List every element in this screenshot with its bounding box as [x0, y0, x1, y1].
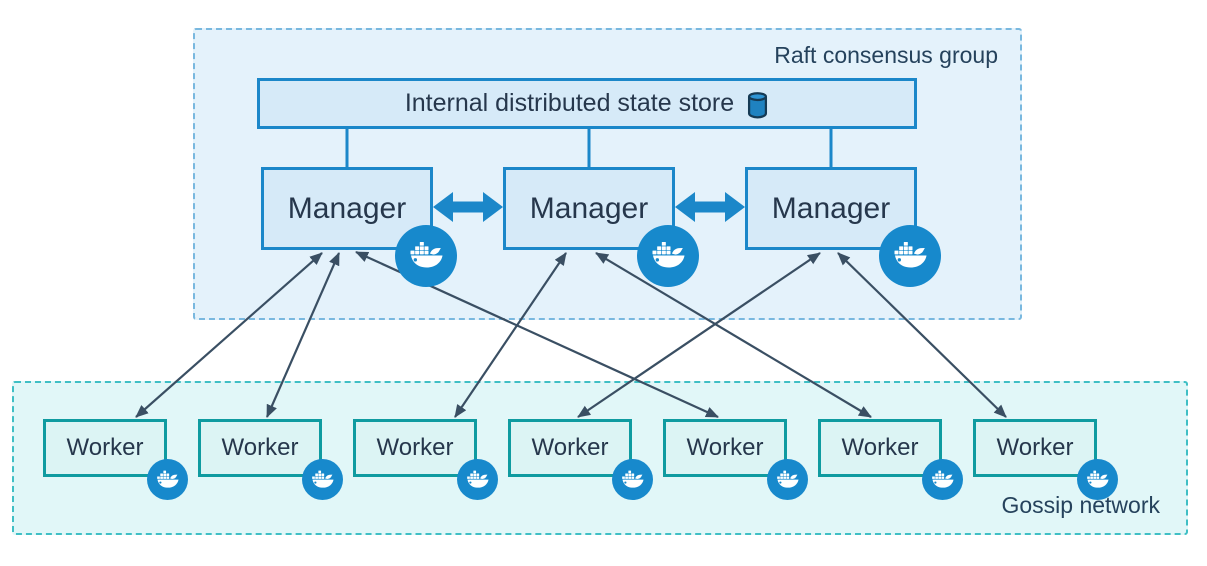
worker-2-node: Worker	[198, 419, 343, 500]
docker-icon	[767, 459, 808, 500]
database-icon	[748, 91, 768, 118]
gossip-network-label: Gossip network	[1001, 492, 1160, 518]
docker-icon	[395, 225, 457, 287]
docker-icon	[879, 225, 941, 287]
worker-1-node: Worker	[43, 419, 188, 500]
state-store-box: Internal distributed state store	[257, 78, 917, 129]
worker-label: Worker	[686, 434, 764, 461]
worker-label: Worker	[66, 434, 144, 461]
worker-5-node: Worker	[663, 419, 808, 500]
worker-label: Worker	[376, 434, 454, 461]
manager-label: Manager	[771, 191, 891, 225]
manager-label: Manager	[529, 191, 649, 225]
worker-label: Worker	[996, 434, 1074, 461]
docker-icon	[1077, 459, 1118, 500]
state-store-label: Internal distributed state store	[404, 89, 735, 117]
docker-icon	[457, 459, 498, 500]
manager-label: Manager	[287, 191, 407, 225]
worker-label: Worker	[531, 434, 609, 461]
manager-2-node: Manager	[503, 167, 699, 287]
worker-label: Worker	[221, 434, 299, 461]
manager-3-node: Manager	[745, 167, 941, 287]
worker-label: Worker	[841, 434, 919, 461]
docker-icon	[922, 459, 963, 500]
raft-group-label: Raft consensus group	[774, 42, 998, 68]
worker-7-node: Worker	[973, 419, 1118, 500]
docker-icon	[147, 459, 188, 500]
worker-3-node: Worker	[353, 419, 498, 500]
worker-4-node: Worker	[508, 419, 653, 500]
docker-icon	[612, 459, 653, 500]
manager-1-node: Manager	[261, 167, 457, 287]
docker-icon	[637, 225, 699, 287]
worker-6-node: Worker	[818, 419, 963, 500]
docker-icon	[302, 459, 343, 500]
